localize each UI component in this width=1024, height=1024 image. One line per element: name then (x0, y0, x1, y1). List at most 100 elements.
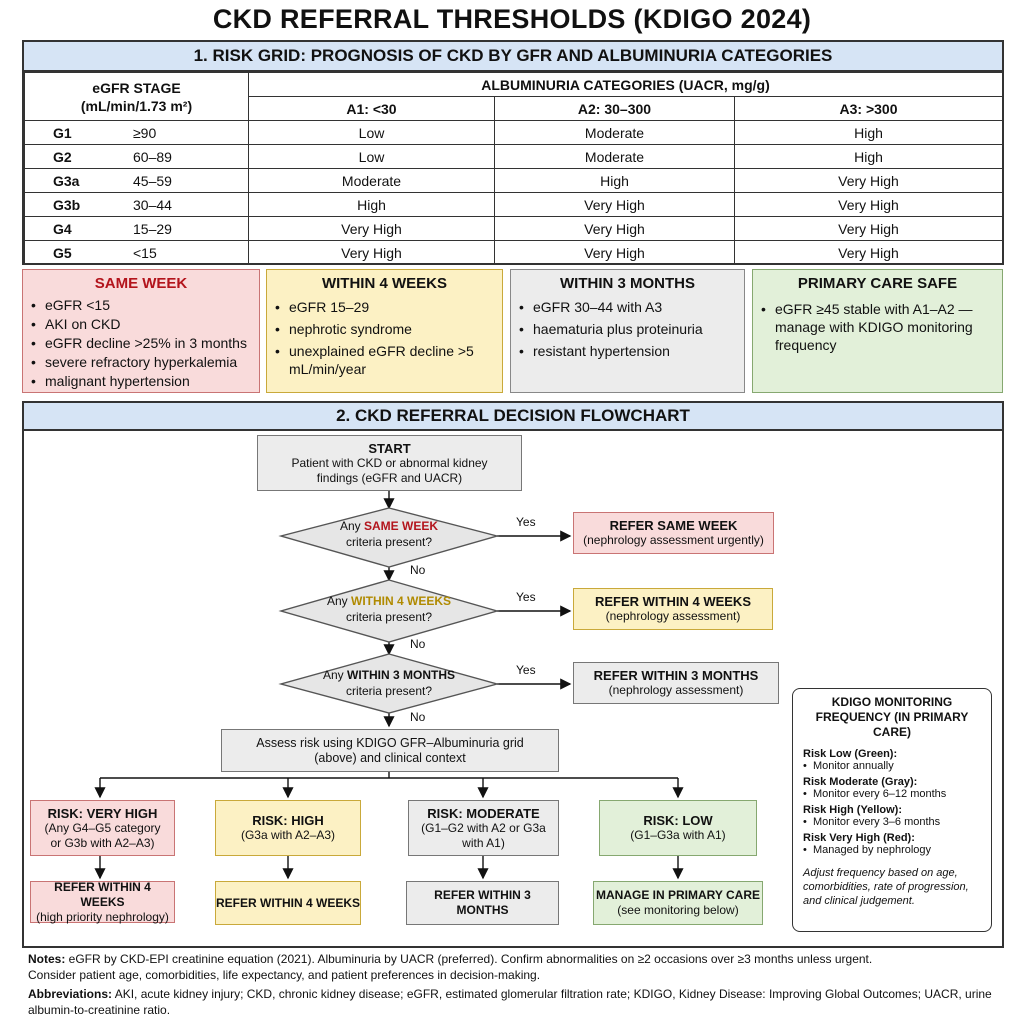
risk-cell: Moderate (494, 120, 735, 145)
refer-same-week-box: REFER SAME WEEK (nephrology assessment u… (573, 512, 774, 554)
section2-header: 2. CKD REFERRAL DECISION FLOWCHART (24, 403, 1002, 431)
list-item: resistant hypertension (519, 342, 744, 360)
stage-range: 60–89 (133, 148, 172, 165)
risk-h-title: RISK: HIGH (252, 813, 324, 828)
d2-key: WITHIN 4 WEEKS (351, 594, 452, 608)
category-list: eGFR 15–29nephrotic syndromeunexplained … (267, 298, 502, 378)
stage-name: G3a (53, 172, 80, 189)
section1-header: 1. RISK GRID: PROGNOSIS OF CKD BY GFR AN… (24, 42, 1002, 72)
outcome-very-high-box: REFER WITHIN 4 WEEKS (high priority neph… (30, 880, 175, 924)
yes-label-3: Yes (516, 663, 536, 677)
abbr-label: Abbreviations: (28, 987, 113, 1001)
yes-label-1: Yes (516, 515, 536, 529)
start-text: Patient with CKD or abnormal kidney find… (291, 455, 488, 485)
monitor-note: Adjust frequency based on age, comorbidi… (803, 867, 969, 907)
monitor-group-item: Monitor every 6–12 months (803, 788, 981, 800)
column-header-2: A2: 30–300 (494, 96, 735, 121)
start-box: START Patient with CKD or abnormal kidne… (257, 435, 522, 491)
risk-low-box: RISK: LOW (G1–G3a with A1) (599, 800, 757, 856)
category-within-4-weeks: WITHIN 4 WEEKSeGFR 15–29nephrotic syndro… (266, 269, 503, 393)
monitor-group-item: Monitor every 3–6 months (803, 816, 981, 828)
d3-pre: Any (322, 668, 347, 682)
d1-key: SAME WEEK (364, 519, 439, 533)
risk-high-box: RISK: HIGH (G3a with A2–A3) (215, 800, 361, 856)
list-item: eGFR <15 (31, 296, 259, 314)
category-title: PRIMARY CARE SAFE (797, 275, 958, 292)
list-item: severe refractory hyperkalemia (31, 353, 259, 371)
out-vh-text: (high priority nephrology) (36, 909, 169, 924)
notes-line1: eGFR by CKD-EPI creatinine equation (202… (65, 952, 873, 966)
d2-post: criteria present? (345, 610, 433, 624)
risk-very-high-box: RISK: VERY HIGH (Any G4–G5 category or G… (30, 800, 175, 856)
list-item: eGFR 15–29 (275, 298, 502, 316)
stage-range: 45–59 (133, 172, 172, 189)
abbr-text: AKI, acute kidney injury; CKD, chronic k… (28, 987, 992, 1017)
risk-h-text: (G3a with A2–A3) (240, 828, 336, 842)
r2-text: (nephrology assessment) (605, 609, 741, 623)
risk-moderate-box: RISK: MODERATE (G1–G2 with A2 or G3a wit… (408, 800, 559, 856)
risk-cell: Very High (248, 216, 495, 241)
category-list: eGFR ≥45 stable with A1–A2 — manage with… (753, 300, 1002, 354)
risk-cell: Low (248, 144, 495, 169)
risk-grid-section: 1. RISK GRID: PROGNOSIS OF CKD BY GFR AN… (22, 40, 1004, 265)
risk-cell: Moderate (248, 168, 495, 193)
decision-3-text: Any WITHIN 3 MONTHS criteria present? (300, 667, 478, 699)
category-primary-care-safe: PRIMARY CARE SAFE eGFR ≥45 stable with A1… (752, 269, 1003, 393)
stage-header-line2: (mL/min/1.73 m²) (80, 97, 193, 114)
refer-4-weeks-box: REFER WITHIN 4 WEEKS (nephrology assessm… (573, 588, 773, 630)
list-item: eGFR decline >25% in 3 months (31, 334, 259, 352)
outcome-moderate-box: REFER WITHIN 3 MONTHS (406, 881, 559, 925)
decision-diamond-3 (278, 653, 500, 714)
yes-label-2: Yes (516, 590, 536, 604)
d1-pre: Any (339, 519, 364, 533)
list-item: malignant hypertension (31, 372, 259, 390)
category-title: SAME WEEK (94, 275, 188, 292)
stage-range: 30–44 (133, 196, 172, 213)
stage-header-line1: eGFR STAGE (92, 79, 181, 96)
abbreviations: Abbreviations: AKI, acute kidney injury;… (28, 986, 1008, 1018)
risk-cell: Very High (734, 240, 1003, 265)
notes-line2: Consider patient age, comorbidities, lif… (28, 968, 541, 982)
stage-range: 15–29 (133, 220, 172, 237)
category-title: WITHIN 3 MONTHS (560, 275, 695, 292)
category-same-week: SAME WEEK eGFR <15AKI on CKDeGFR decline … (22, 269, 260, 393)
page-title: CKD REFERRAL THRESHOLDS (KDIGO 2024) (212, 4, 812, 34)
risk-m-title: RISK: MODERATE (427, 805, 540, 821)
decision-2-text: Any WITHIN 4 WEEKS criteria present? (300, 593, 478, 625)
risk-vh-text: (Any G4–G5 category or G3b with A2–A3) (44, 820, 161, 850)
risk-cell: High (734, 144, 1003, 169)
list-item: haematuria plus proteinuria (519, 320, 744, 338)
outcome-low-box: MANAGE IN PRIMARY CARE (see monitoring b… (593, 881, 763, 925)
risk-cell: Moderate (494, 144, 735, 169)
start-title: START (368, 440, 411, 456)
list-item: eGFR 30–44 with A3 (519, 298, 744, 316)
stage-cell: G3a 45–59 (24, 168, 249, 193)
d2-pre: Any (326, 594, 351, 608)
monitor-title: KDIGO MONITORING FREQUENCY (IN PRIMARY C… (815, 695, 969, 739)
out-h-title: REFER WITHIN 4 WEEKS (216, 895, 361, 910)
risk-l-text: (G1–G3a with A1) (630, 828, 726, 842)
assess-text: Assess risk using KDIGO GFR–Albuminuria … (256, 735, 524, 765)
risk-grid-table: eGFR STAGE (mL/min/1.73 m²) ALBUMINURIA … (24, 72, 1003, 265)
r1-title: REFER SAME WEEK (609, 518, 738, 533)
monitor-group-head: Risk High (Yellow): (803, 804, 903, 816)
d3-key: WITHIN 3 MONTHS (347, 668, 455, 682)
flowchart-section: 2. CKD REFERRAL DECISION FLOWCHART (22, 401, 1004, 948)
d3-post: criteria present? (345, 684, 433, 698)
stage-name: G1 (53, 124, 72, 141)
stage-name: G5 (53, 244, 72, 261)
category-within-3-months: WITHIN 3 MONTHS eGFR 30–44 with A3 haematu… (510, 269, 745, 393)
albuminuria-header: ALBUMINURIA CATEGORIES (UACR, mg/g) (248, 72, 1003, 97)
monitor-group-head: Risk Very High (Red): (803, 832, 915, 844)
risk-l-title: RISK: LOW (643, 813, 713, 828)
category-list: eGFR <15AKI on CKDeGFR decline >25% in 3… (23, 296, 259, 390)
